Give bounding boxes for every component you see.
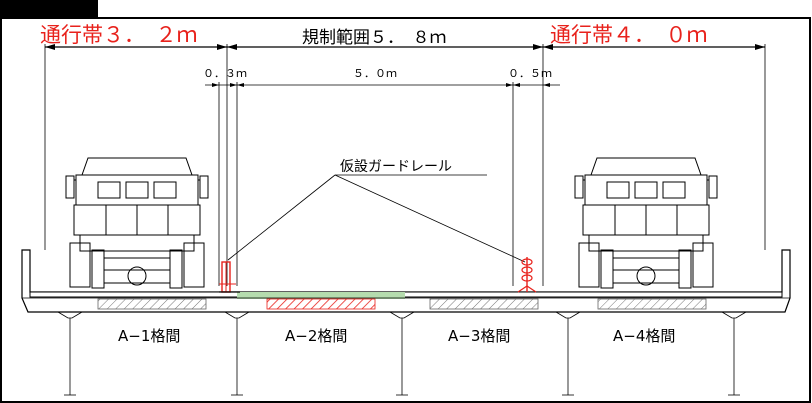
- left-lane-label: 通行帯３． ２ｍ: [40, 23, 198, 47]
- corner-tab: [0, 0, 98, 18]
- span-label-4: A−4格間: [613, 327, 675, 345]
- guardrail-label: 仮設ガードレール: [340, 159, 452, 175]
- span-label-2: A−2格間: [285, 327, 347, 345]
- span-hatch-2: [266, 298, 376, 310]
- dim-right-label: ０．５ｍ: [508, 67, 552, 80]
- regulated-zone-highlight: [237, 292, 405, 299]
- truck-left: [65, 157, 209, 289]
- right-lane-label: 通行帯４． ０ｍ: [550, 23, 708, 47]
- span-hatch-4: [597, 298, 707, 310]
- regulation-label: 規制範囲５． ８ｍ: [302, 28, 447, 48]
- span-hatch-3: [429, 298, 539, 310]
- span-hatch-1: [97, 298, 207, 310]
- span-label-3: A−3格間: [448, 327, 510, 345]
- truck-right: [574, 157, 718, 289]
- guardrail-right: [517, 257, 537, 293]
- guardrail-leader: [227, 174, 526, 263]
- frame-border: [0, 17, 811, 403]
- guardrail-left: [219, 261, 240, 293]
- sub-dimension-line: [205, 82, 560, 286]
- girders: [57, 311, 747, 396]
- bridge-deck: [21, 249, 791, 313]
- dim-left-label: ０．３ｍ: [203, 67, 247, 80]
- span-label-1: A−1格間: [118, 327, 180, 345]
- main-dimension-line: [44, 44, 766, 286]
- dim-center-label: ５．０ｍ: [353, 67, 397, 80]
